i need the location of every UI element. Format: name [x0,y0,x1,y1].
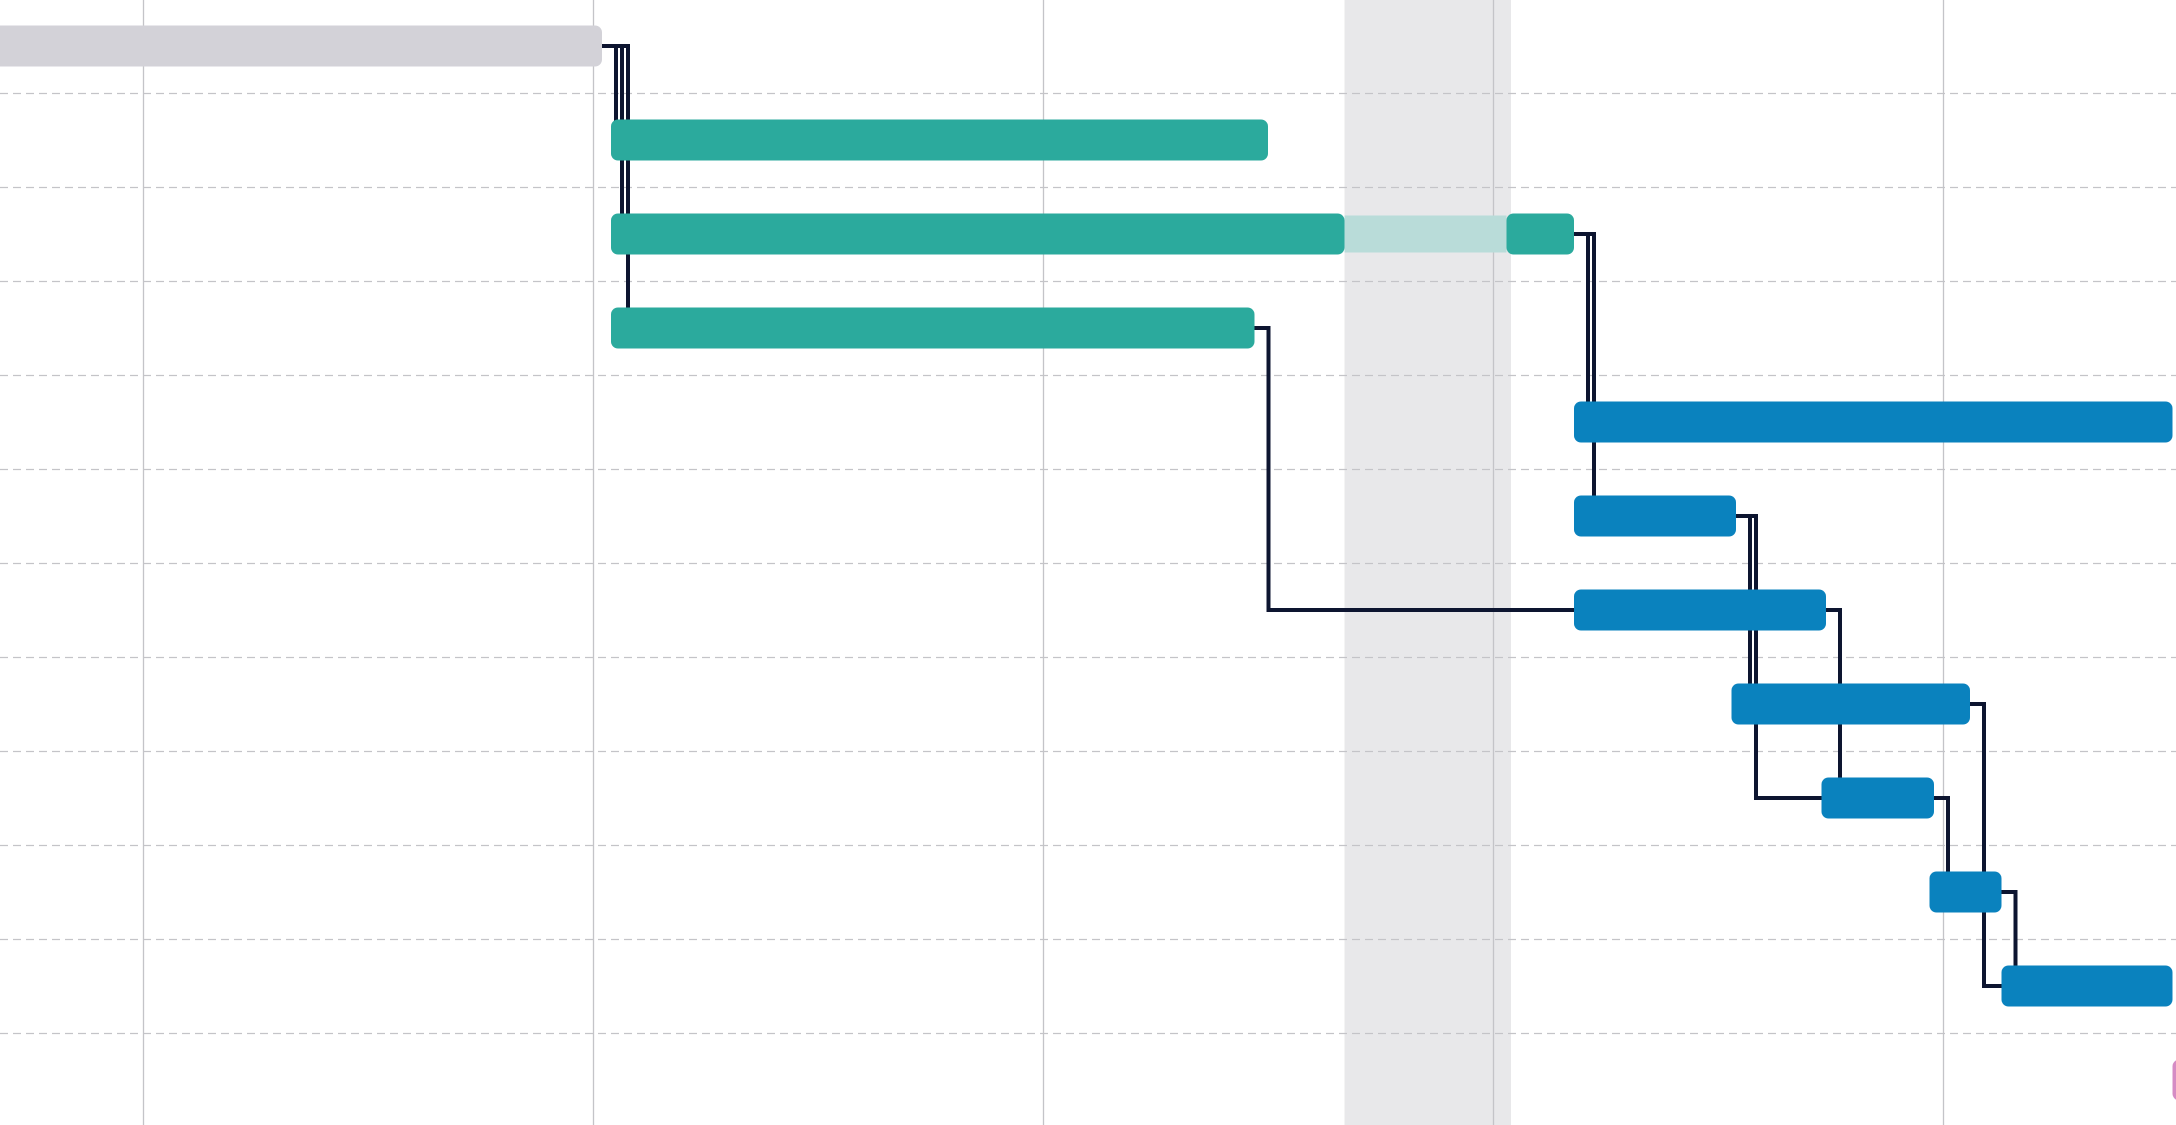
non-working-band [1344,0,1511,1125]
task-bar [0,25,602,67]
dependency-connector [1970,702,2002,988]
task-bar [611,307,1255,349]
task-bar-gap [1344,215,1507,253]
task-bar [1929,871,2002,913]
task-bar [1506,213,1574,255]
dependency-connector [1574,232,1590,424]
task-bar [1574,495,1736,537]
task-bar [1821,777,1934,819]
task-bar [1574,589,1826,631]
task-bar [2172,1060,2176,1100]
task-bar [1574,401,2173,443]
task-bar [611,119,1268,161]
task-bar [2001,965,2173,1007]
dependency-connector [1254,326,1574,612]
dependency-connector [1736,514,1822,800]
task-bar [1731,683,1970,725]
task-bar [611,213,1345,255]
